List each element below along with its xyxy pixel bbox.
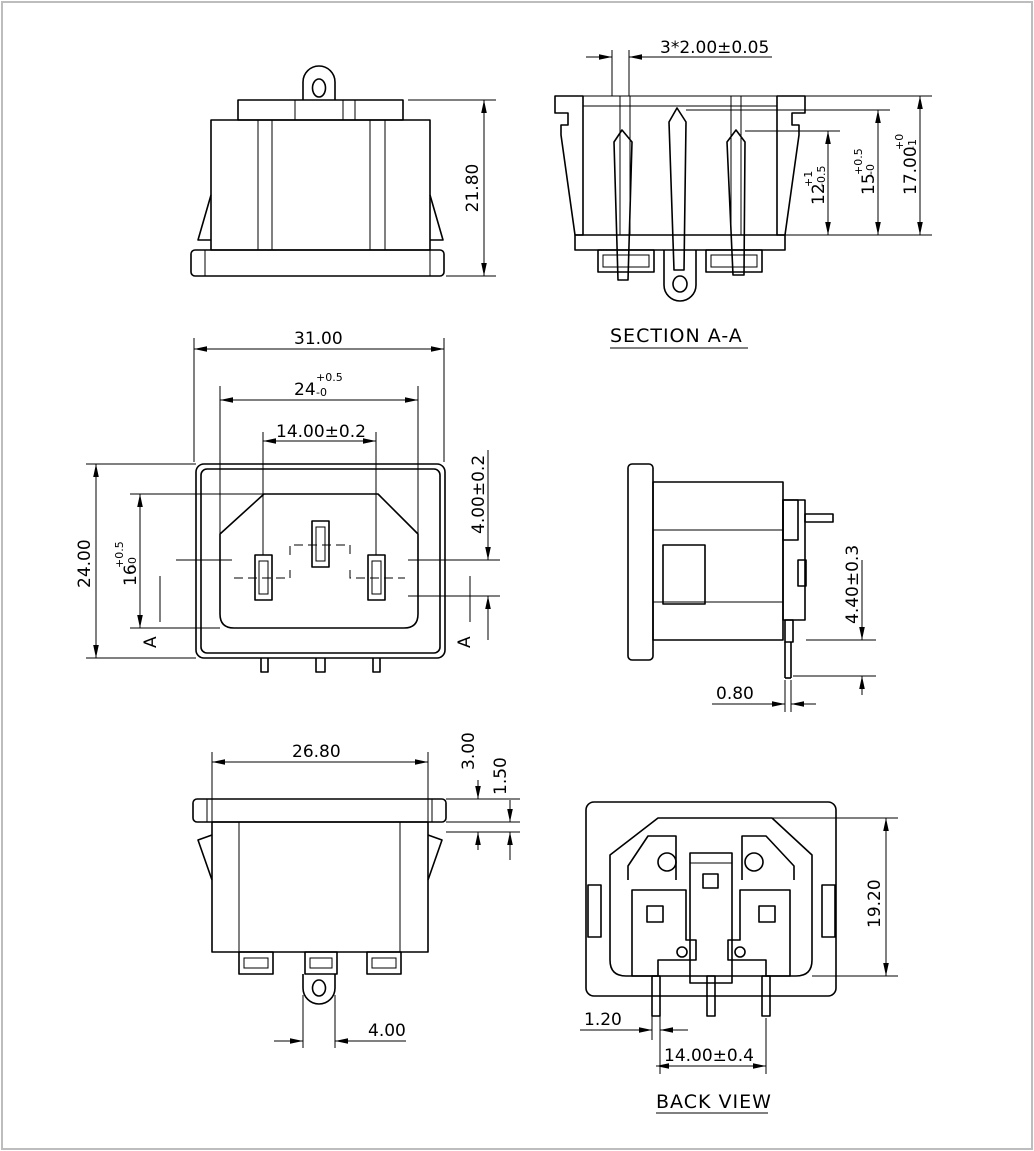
back-view-title: BACK VIEW — [656, 1091, 772, 1113]
dim-depth-17: 17.00 — [901, 146, 921, 195]
dim-pin-width: 1.20 — [584, 1010, 622, 1030]
section-a-a: 3*2.00±0.05 12 +1 -0.5 15 +0.5 -0 17.00 … — [554, 38, 932, 349]
dim-terminal-thickness: 0.80 — [716, 684, 754, 704]
dim-depth-12-tol-upper: +1 — [802, 171, 815, 187]
dim-tab-offset: 4.00 — [368, 1021, 406, 1041]
section-title: SECTION A-A — [610, 325, 743, 347]
front-view: 31.00 24 +0.5 -0 14.00±0.2 24.00 16 +0.5… — [75, 329, 500, 673]
dim-opening-width-tol-lower: -0 — [316, 386, 327, 399]
dim-depth-15-tol-upper: +0.5 — [852, 148, 865, 175]
dim-opening-width: 24 — [294, 380, 316, 400]
dim-depth-12-tol-lower: -0.5 — [815, 166, 828, 187]
dim-opening-height-tol-upper: +0.5 — [113, 541, 126, 568]
dim-pin-spacing: 3*2.00±0.05 — [660, 38, 769, 58]
dim-opening-width-tol-upper: +0.5 — [316, 371, 343, 384]
cut-marker-left: A — [141, 636, 161, 648]
back-view: 19.20 1.20 14.00±0.4 BACK VIEW — [580, 801, 898, 1114]
dim-front-width: 31.00 — [294, 329, 343, 349]
dim-back-height: 19.20 — [865, 879, 885, 928]
dim-depth-15-tol-lower: -0 — [864, 164, 877, 175]
dim-depth-12: 12 — [809, 183, 829, 205]
cut-marker-right: A — [455, 636, 475, 648]
dim-flange-1-5: 1.50 — [491, 757, 511, 795]
dim-back-pin-span: 14.00±0.4 — [664, 1046, 754, 1066]
dim-depth-17-tol-upper: +0 — [893, 134, 906, 150]
dim-earth-offset: 4.00±0.2 — [469, 455, 489, 534]
top-view: 21.80 — [190, 65, 496, 277]
dim-opening-height-tol-lower: -0 — [126, 557, 139, 568]
dim-depth-17-tol-lower: -1 — [906, 139, 919, 150]
dim-top-height: 21.80 — [463, 164, 483, 213]
dim-pin-span: 14.00±0.2 — [276, 422, 366, 442]
bottom-view: 26.80 3.00 1.50 4.00 — [192, 732, 520, 1048]
dim-opening-height: 16 — [121, 564, 141, 586]
dim-side-pin-offset: 4.40±0.3 — [843, 545, 863, 624]
dim-depth-15: 15 — [859, 173, 879, 195]
side-view: 4.40±0.3 0.80 — [627, 463, 876, 712]
dim-body-width: 26.80 — [292, 742, 341, 762]
dim-flange-3: 3.00 — [459, 732, 479, 770]
dim-front-height: 24.00 — [75, 539, 95, 588]
